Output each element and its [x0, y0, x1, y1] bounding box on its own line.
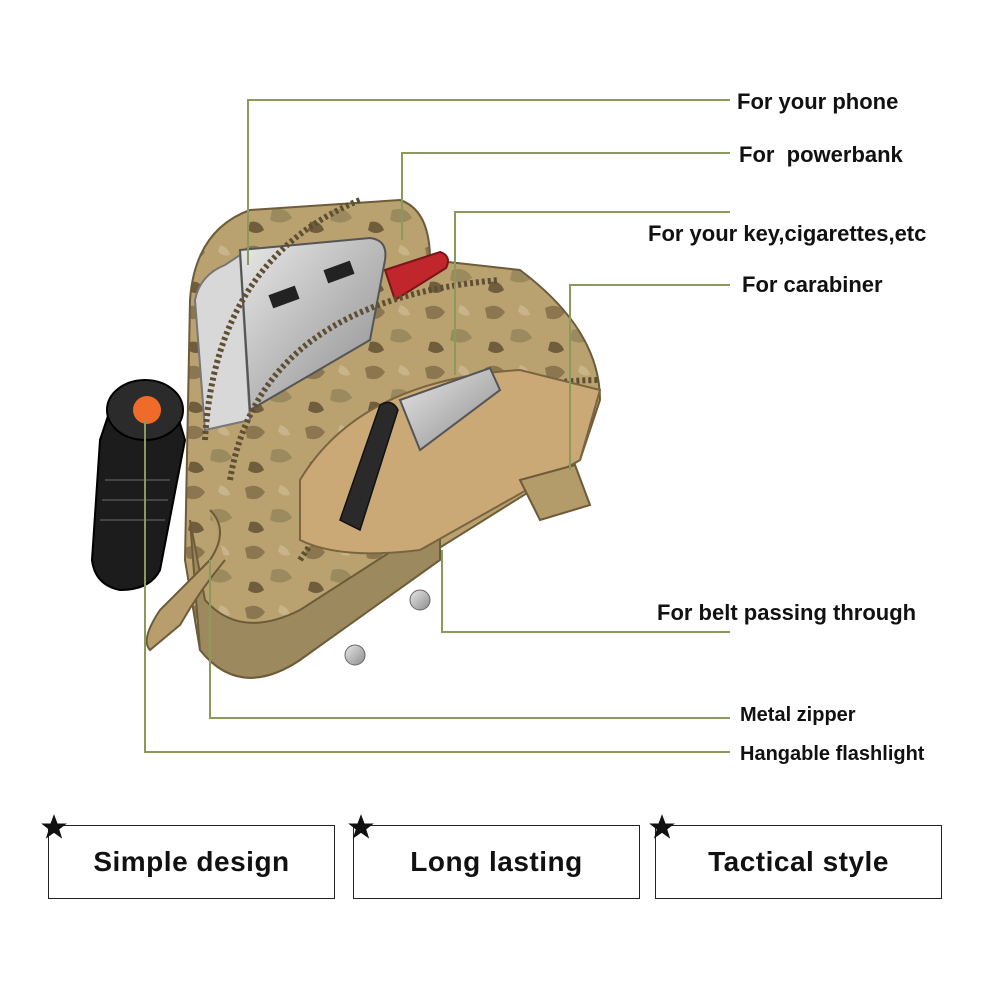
powerbank-in-pouch	[238, 236, 387, 412]
star-icon	[348, 814, 374, 839]
callout-powerbank: For powerbank	[739, 142, 903, 167]
zipper-track	[202, 197, 362, 441]
callout-carabiner: For carabiner	[742, 272, 883, 297]
flashlight-illustration	[90, 379, 187, 592]
usb-port	[323, 260, 355, 284]
feature-label: Long lasting	[410, 846, 583, 877]
zipper-pull	[145, 509, 226, 652]
star-icon	[649, 814, 675, 839]
flashlight-button-icon	[133, 396, 161, 424]
feature-box-tactical-style: Tactical style	[655, 825, 942, 899]
callout-phone: For your phone	[737, 89, 899, 114]
knife-in-pouch	[383, 250, 449, 302]
leader-line-zipper	[209, 560, 730, 719]
leader-line-phone	[247, 99, 730, 265]
leader-line-belt	[441, 550, 730, 633]
pouch-side-panel	[189, 518, 441, 679]
front-pocket	[299, 368, 602, 555]
rivet	[344, 644, 366, 666]
pouch-illustration	[145, 197, 602, 679]
callout-zipper: Metal zipper	[740, 704, 856, 726]
feature-label: Tactical style	[708, 846, 889, 877]
callout-flashlight: Hangable flashlight	[740, 743, 925, 765]
callout-key: For your key,cigarettes,etc	[648, 221, 927, 246]
feature-label: Simple design	[93, 846, 290, 877]
leader-line-carabiner	[569, 284, 730, 470]
carabiner-tab	[518, 463, 592, 522]
callout-belt: For belt passing through	[657, 600, 917, 625]
leader-line-key	[454, 211, 730, 375]
rivet	[409, 589, 431, 611]
leader-lines	[144, 99, 730, 753]
star-icon	[41, 814, 67, 839]
usb-port	[268, 285, 300, 309]
leader-line-flashlight	[144, 420, 730, 753]
feature-box-long-lasting: Long lasting	[353, 825, 640, 899]
small-phone	[398, 366, 502, 452]
leader-line-powerbank	[401, 152, 730, 240]
pen-in-pocket	[339, 401, 399, 532]
feature-box-simple-design: Simple design	[48, 825, 335, 899]
